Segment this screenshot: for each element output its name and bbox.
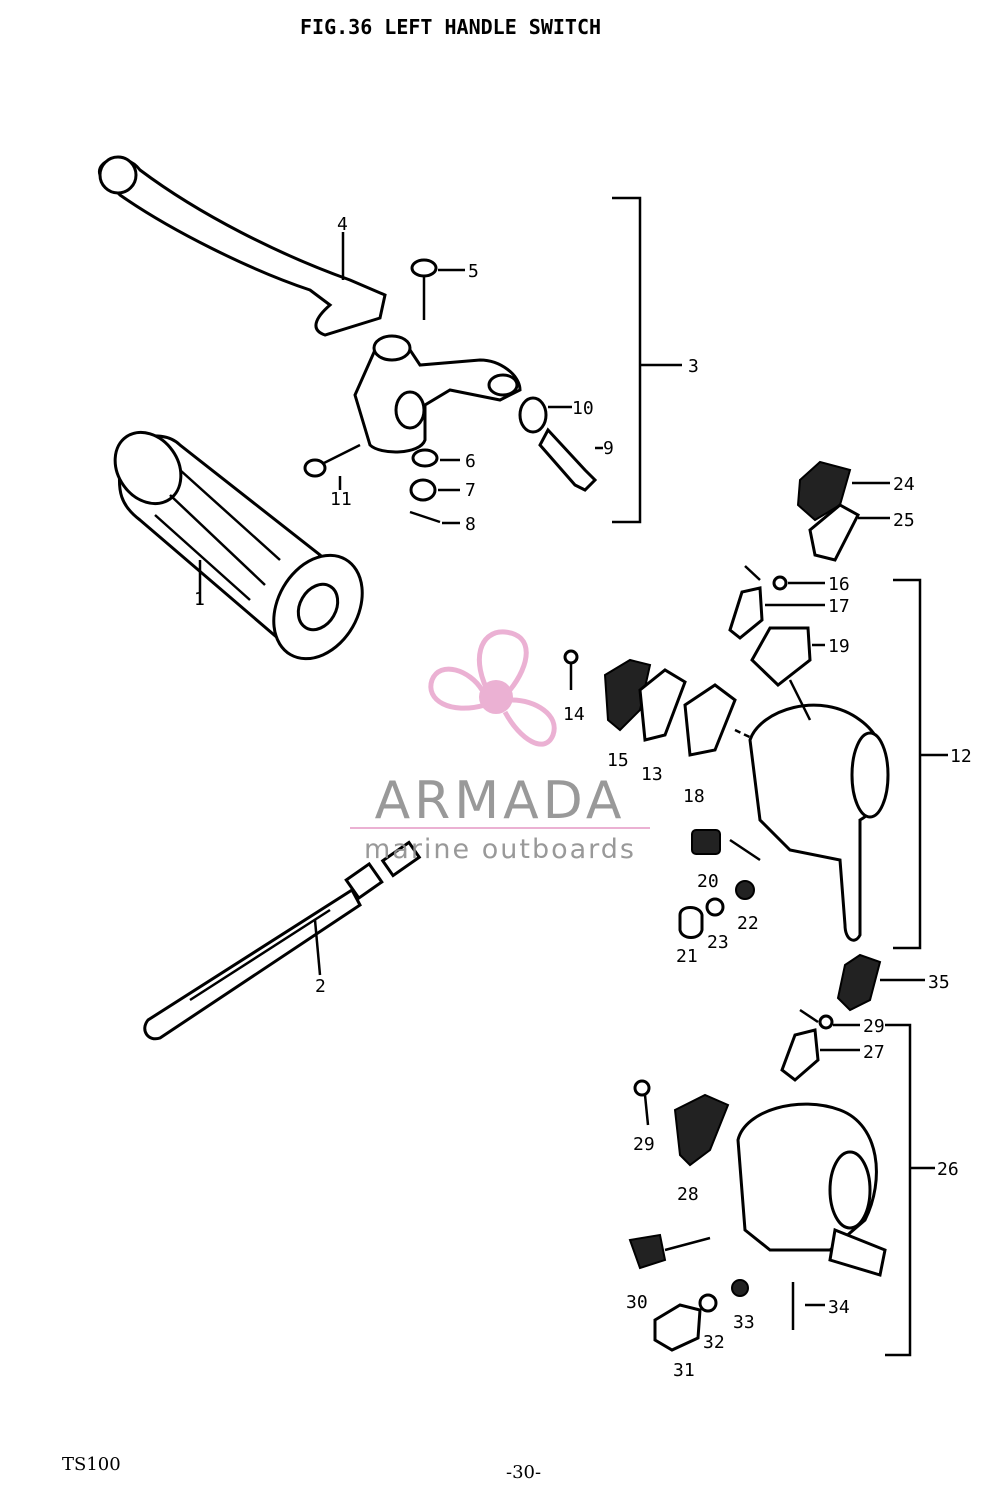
screw-29-lower — [633, 1079, 651, 1126]
switch-housing-lower — [736, 1102, 887, 1277]
ball-17 — [728, 586, 825, 640]
lever-holder — [353, 334, 522, 454]
callout-20: 20 — [697, 871, 719, 892]
callout-27: 27 — [863, 1042, 885, 1063]
switch-cover-25 — [808, 503, 890, 562]
contact-18 — [683, 683, 761, 757]
knob-28 — [673, 1093, 730, 1167]
callouts: 1 2 3 4 5 6 7 8 9 10 11 12 13 14 15 16 1… — [194, 214, 972, 1381]
cotter-pin-8 — [409, 510, 460, 525]
callout-7: 7 — [465, 480, 476, 501]
callout-13: 13 — [641, 764, 663, 785]
watermark-tagline: marine outboards — [364, 834, 636, 865]
callout-26: 26 — [937, 1159, 959, 1180]
parts-30-34 — [628, 1233, 825, 1352]
knob-15 — [603, 658, 652, 732]
armada-watermark: ARMADA marine outboards — [350, 629, 650, 865]
spring-16 — [744, 565, 825, 591]
washer-6 — [411, 448, 460, 468]
page-number: -30- — [506, 1462, 541, 1483]
callout-9: 9 — [603, 438, 614, 459]
callout-19: 19 — [828, 636, 850, 657]
figure-title: FIG.36 LEFT HANDLE SWITCH — [300, 15, 601, 39]
cable-tie — [143, 840, 422, 1041]
callout-16: 16 — [828, 574, 850, 595]
callout-12: 12 — [950, 746, 972, 767]
callout-34: 34 — [828, 1297, 850, 1318]
callout-15: 15 — [607, 750, 629, 771]
callout-6: 6 — [465, 451, 476, 472]
clutch-lever — [98, 155, 387, 337]
adjuster-bolt — [538, 427, 603, 492]
callout-25: 25 — [893, 510, 915, 531]
watermark-brand: ARMADA — [375, 771, 626, 831]
knob-35 — [836, 953, 925, 1012]
callout-18: 18 — [683, 786, 705, 807]
switch-lever-19 — [750, 626, 825, 687]
callout-33: 33 — [733, 1312, 755, 1333]
callout-5: 5 — [468, 261, 479, 282]
callout-4: 4 — [337, 214, 348, 235]
callout-30: 30 — [626, 1292, 648, 1313]
callout-32: 32 — [703, 1332, 725, 1353]
propeller-hub — [479, 680, 513, 714]
callout-23: 23 — [707, 932, 729, 953]
callout-28: 28 — [677, 1184, 699, 1205]
pivot-bolt — [410, 258, 465, 320]
holder-screw — [303, 443, 361, 490]
plate-13 — [638, 668, 687, 742]
parts-20-23 — [678, 829, 761, 939]
knob-27 — [780, 1028, 860, 1082]
handle-grip — [113, 430, 364, 661]
callout-8: 8 — [465, 514, 476, 535]
callout-1: 1 — [194, 589, 205, 610]
propeller-logo — [428, 629, 557, 747]
callout-31: 31 — [673, 1360, 695, 1381]
callout-17: 17 — [828, 596, 850, 617]
nut-7 — [409, 478, 460, 502]
callout-22: 22 — [737, 913, 759, 934]
callout-11: 11 — [330, 489, 352, 510]
callout-24: 24 — [893, 474, 915, 495]
callout-35: 35 — [928, 972, 950, 993]
model-label: TS100 — [62, 1454, 121, 1475]
callout-29-upper: 29 — [863, 1016, 885, 1037]
callout-14: 14 — [563, 704, 585, 725]
callout-2: 2 — [315, 976, 326, 997]
callout-3: 3 — [688, 356, 699, 377]
switch-housing-upper — [748, 679, 890, 942]
callout-10: 10 — [572, 398, 594, 419]
callout-21: 21 — [676, 946, 698, 967]
adjuster-washer — [518, 396, 572, 434]
screw-14 — [563, 649, 579, 690]
callout-29-lower: 29 — [633, 1134, 655, 1155]
spring-29-upper — [799, 1008, 860, 1030]
